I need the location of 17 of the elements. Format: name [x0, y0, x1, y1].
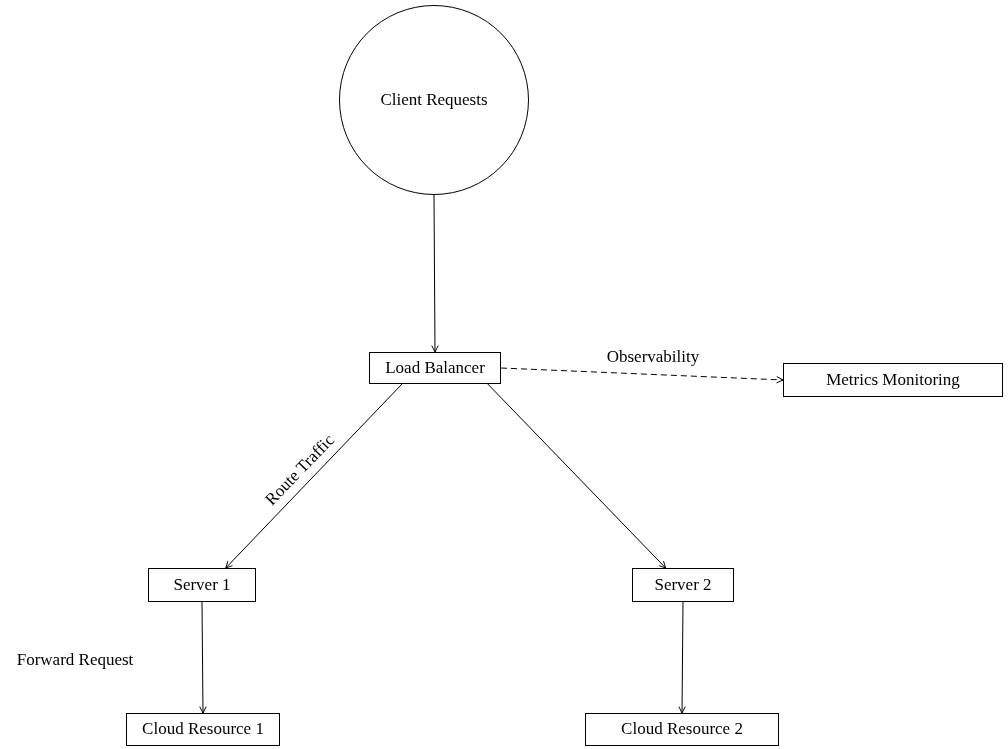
arrow	[225, 383, 403, 569]
node-label: Metrics Monitoring	[826, 369, 960, 391]
node-label: Cloud Resource 2	[621, 719, 743, 740]
edge-label: Observability	[604, 347, 702, 367]
node-label: Cloud Resource 1	[142, 719, 264, 740]
node-label: Server 1	[173, 574, 231, 596]
arrow	[487, 383, 667, 569]
edge-label: Forward Request	[14, 650, 136, 670]
node-label: Load Balancer	[385, 357, 485, 379]
process-box	[585, 713, 779, 746]
node-label: Client Requests	[380, 89, 488, 111]
process-box	[148, 568, 256, 602]
process-box	[632, 568, 734, 602]
node-label: Server 2	[654, 574, 712, 596]
process-box	[126, 713, 280, 746]
process-box	[783, 363, 1003, 397]
process-box	[369, 352, 501, 384]
